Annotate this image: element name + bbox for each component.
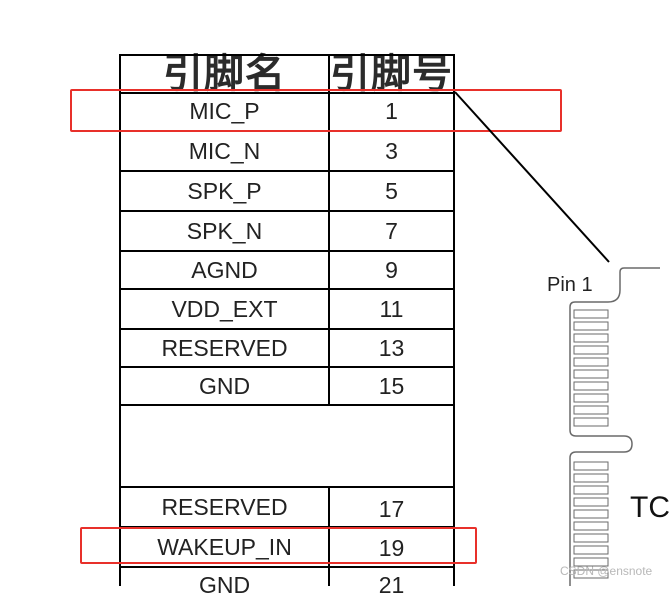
cell-pin-number: 5 (385, 177, 398, 204)
row-divider (119, 486, 455, 488)
cell-pin-name: AGND (191, 256, 258, 283)
cell-pin-name: RESERVED (161, 493, 288, 520)
cell-pin-name: SPK_N (186, 217, 263, 244)
cell-pin-name: MIC_P (189, 97, 260, 124)
cell-pin-name: MIC_N (188, 137, 261, 164)
cell-pin-number: 17 (378, 495, 405, 522)
cell-pin-name: SPK_P (187, 177, 262, 204)
header-pin-number: 引脚号 (330, 51, 453, 97)
header-pin-name: 引脚名 (163, 51, 286, 97)
connector-diagram (454, 91, 660, 586)
highlight-box-mic-p (70, 89, 562, 132)
connector-side-text: TC (630, 491, 670, 524)
cell-pin-number: 15 (378, 372, 405, 399)
column-divider (328, 54, 330, 406)
cell-pin-name: WAKEUP_IN (157, 533, 292, 560)
row-divider (119, 288, 455, 290)
table-border-left (119, 54, 121, 586)
cell-pin-number: 1 (385, 97, 398, 124)
cell-pin-number: 13 (378, 334, 405, 361)
highlight-box-wakeup-in (80, 527, 477, 564)
cell-pin-number: 11 (379, 295, 404, 322)
contact-pads-upper (573, 309, 609, 427)
row-divider (119, 210, 455, 212)
row-divider (119, 404, 455, 406)
pin-1-label: Pin 1 (547, 274, 593, 296)
cell-pin-name: GND (198, 572, 251, 598)
row-divider (119, 170, 455, 172)
row-divider (119, 328, 455, 330)
cell-pin-number: 3 (385, 137, 398, 164)
document-canvas: 引脚名 引脚号 MIC_P 1 MIC_N 3 SPK_P 5 SPK_N 7 … (70, 51, 670, 598)
connector-outline (569, 267, 660, 586)
cell-pin-number: 7 (385, 217, 398, 244)
cell-pin-name: GND (198, 372, 251, 399)
row-divider (119, 566, 455, 568)
contact-pads-lower (573, 461, 609, 579)
cell-pin-name: RESERVED (161, 334, 288, 361)
watermark: CSDN @ensnote (560, 564, 653, 578)
column-divider (328, 486, 330, 586)
row-divider (119, 92, 455, 94)
table-border-top (119, 54, 455, 56)
cell-pin-number: 9 (385, 256, 398, 283)
table-border-right (453, 54, 455, 586)
pointer-line (454, 91, 610, 263)
row-divider (119, 250, 455, 252)
cell-pin-number: 21 (378, 572, 405, 598)
cell-pin-number: 19 (378, 534, 405, 561)
cell-pin-name: VDD_EXT (171, 295, 278, 322)
row-divider (119, 366, 455, 368)
